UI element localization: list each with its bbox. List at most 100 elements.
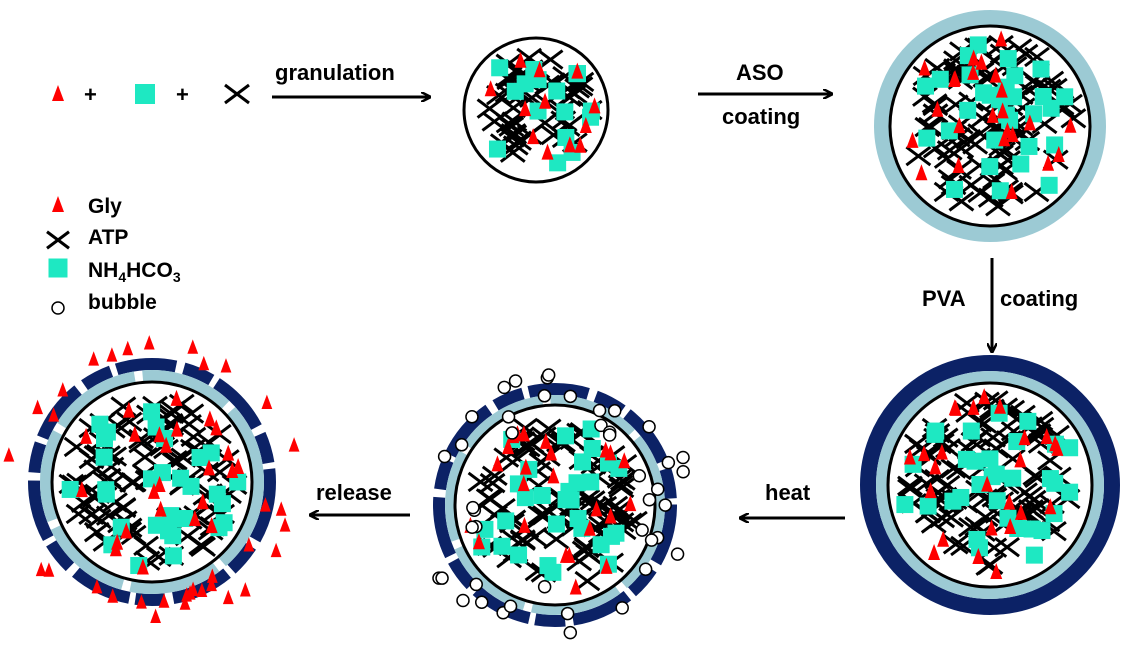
nh4hco3-square-icon xyxy=(962,422,980,440)
atp-stroke xyxy=(83,521,110,543)
gly-triangle-icon xyxy=(52,85,64,101)
gly-triangle-icon xyxy=(196,582,208,597)
atp-stroke xyxy=(994,537,1020,558)
nh4hco3-square-icon xyxy=(488,140,506,158)
atp-stroke xyxy=(116,411,143,433)
nh4hco3-square-icon xyxy=(940,122,958,140)
nh4hco3-square-icon xyxy=(162,507,180,525)
gly-triangle-icon xyxy=(32,399,44,415)
gly-triangle-icon xyxy=(57,382,69,397)
atp-stroke xyxy=(531,505,558,526)
atp-cross-icon xyxy=(119,472,146,493)
bubble-circle-icon xyxy=(670,547,685,561)
atp-stroke xyxy=(110,396,137,417)
atp-cross-icon xyxy=(897,475,923,496)
atp-stroke xyxy=(948,191,975,212)
nh4hco3-square-icon xyxy=(918,129,936,147)
gly-triangle-icon xyxy=(579,116,592,133)
nh4hco3-square-icon xyxy=(1020,137,1038,155)
atp-stroke xyxy=(938,507,965,528)
atp-stroke xyxy=(920,513,947,534)
nh4hco3-square-icon xyxy=(981,450,999,468)
atp-stroke xyxy=(555,86,582,108)
gly-triangle-icon xyxy=(527,128,540,145)
nh4hco3-square-icon xyxy=(959,101,977,119)
gly-triangle-icon xyxy=(170,420,183,437)
gly-triangle-icon xyxy=(128,425,141,442)
gly-triangle-icon xyxy=(995,81,1008,98)
label-pva-coating: coating xyxy=(1000,286,1078,311)
nh4hco3-square-icon xyxy=(966,452,984,470)
atp-stroke xyxy=(1038,70,1065,91)
atp-stroke xyxy=(128,432,155,454)
atp-cross-icon xyxy=(920,513,947,534)
nh4hco3-square-icon xyxy=(574,453,592,471)
nh4hco3-square-icon xyxy=(61,480,79,498)
gly-triangle-icon xyxy=(918,59,931,76)
gly-triangle-icon xyxy=(187,581,199,596)
gly-triangle-icon xyxy=(972,548,985,565)
gly-triangle-icon xyxy=(906,131,919,148)
atp-cross-icon xyxy=(479,472,506,494)
gly-triangle-icon xyxy=(978,388,991,405)
legend-atp: ATP xyxy=(88,226,128,249)
nh4hco3-square-icon xyxy=(1034,87,1052,105)
gly-triangle-icon xyxy=(1040,428,1053,445)
gly-triangle-icon xyxy=(52,196,64,212)
nh4hco3-square-icon xyxy=(592,536,610,554)
nh4hco3-square-icon xyxy=(981,158,999,176)
nh4hco3-square-icon xyxy=(1056,88,1074,106)
bubble-circle-icon xyxy=(537,580,552,594)
gly-triangle-icon xyxy=(502,438,515,455)
nh4hco3-square-icon xyxy=(493,537,511,555)
nh4hco3-square-icon xyxy=(549,154,567,172)
atp-cross-icon xyxy=(537,49,564,70)
aso-coating-layer xyxy=(876,371,1104,599)
gly-triangle-icon xyxy=(514,51,527,68)
atp-stroke xyxy=(511,436,538,457)
atp-cross-icon xyxy=(543,528,570,550)
gly-triangle-icon xyxy=(519,458,532,475)
atp-stroke xyxy=(190,536,216,557)
gly-triangle-icon xyxy=(106,347,118,362)
gly-triangle-icon xyxy=(239,582,251,597)
plus-sign: + xyxy=(84,82,97,107)
atp-stroke xyxy=(904,433,930,455)
gly-triangle-icon xyxy=(993,397,1006,414)
bubble-circle-icon xyxy=(437,449,452,464)
nh4hco3-square-icon xyxy=(562,491,580,509)
granule-heated xyxy=(432,368,690,640)
granule-aso-coated xyxy=(874,10,1106,242)
bubble-circle-icon xyxy=(592,403,607,418)
atp-cross-icon xyxy=(938,507,965,528)
gly-triangle-icon xyxy=(158,593,170,608)
plus-sign: + xyxy=(176,82,189,107)
atp-stroke xyxy=(967,123,994,144)
atp-stroke xyxy=(932,427,959,448)
nh4hco3-square-icon xyxy=(516,75,534,93)
nh4hco3-square-icon xyxy=(98,423,116,441)
gly-triangle-icon xyxy=(1064,116,1077,133)
gly-triangle-icon xyxy=(1044,498,1057,515)
nh4hco3-square-icon xyxy=(968,530,986,548)
gly-triangle-icon xyxy=(588,97,601,114)
nh4hco3-square-icon xyxy=(142,470,160,488)
nh4hco3-square-icon xyxy=(1019,412,1037,430)
bubble-circle-icon xyxy=(505,426,519,440)
nh4hco3-square-icon xyxy=(1006,67,1024,85)
atp-stroke xyxy=(995,150,1021,171)
bubble-circle-icon xyxy=(676,465,690,479)
atp-stroke xyxy=(119,472,146,493)
atp-stroke xyxy=(506,130,532,151)
gly-triangle-icon xyxy=(1005,182,1018,199)
atp-stroke xyxy=(206,462,233,483)
nh4hco3-square-icon xyxy=(975,84,993,102)
nh4hco3-square-icon xyxy=(135,84,155,104)
gly-triangle-icon xyxy=(196,493,209,510)
atp-stroke xyxy=(942,94,969,115)
bubble-circle-icon xyxy=(642,492,657,507)
granule-pva-coated xyxy=(860,355,1120,615)
gly-triangle-icon xyxy=(232,457,245,474)
atp-stroke xyxy=(537,49,564,70)
atp-cross-icon xyxy=(224,83,250,105)
